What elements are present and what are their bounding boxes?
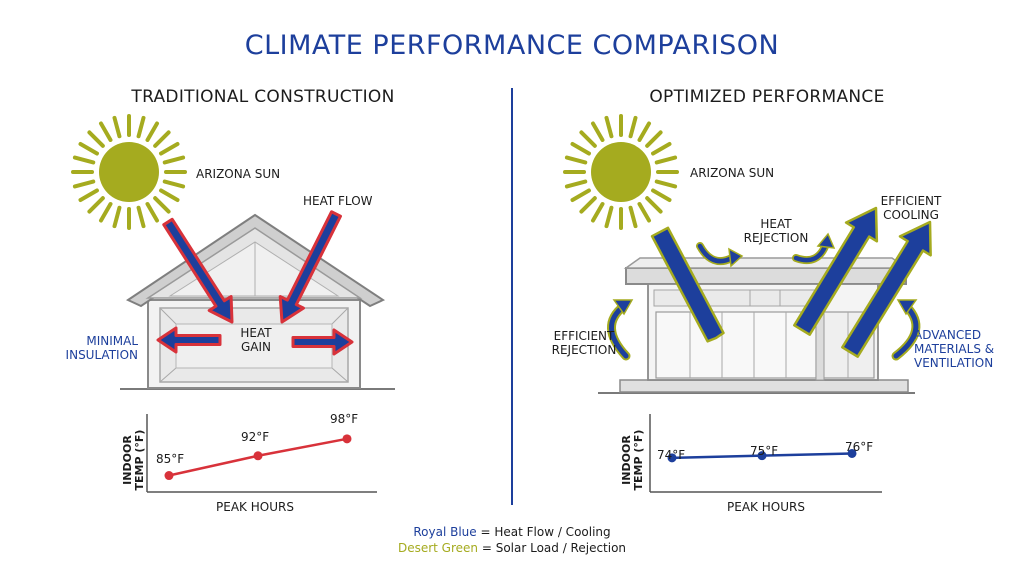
point-label: 92°F <box>241 430 270 444</box>
heat-rejection-line2: REJECTION <box>743 231 809 245</box>
advanced-materials-label: ADVANCED MATERIALS & VENTILATION <box>914 328 1014 370</box>
point-label: 75°F <box>750 444 779 458</box>
heat-gain-line2: GAIN <box>240 340 272 354</box>
minimal-insulation-line2: INSULATION <box>65 348 138 362</box>
advanced-line3: VENTILATION <box>914 356 994 370</box>
efficient-rejection-line1: EFFICIENT <box>553 329 615 343</box>
x-axis-label-right: PEAK HOURS <box>727 500 805 514</box>
advanced-line1: ADVANCED <box>914 328 982 342</box>
sun-icon-right <box>563 114 679 230</box>
traditional-house-icon <box>120 213 395 390</box>
chart-data-point <box>667 453 677 463</box>
point-label: 98°F <box>330 412 359 426</box>
y-axis-label-left: INDOOR TEMP (°F) <box>121 415 146 505</box>
heat-rejection-line1: HEAT <box>760 217 792 231</box>
legend-green: Desert Green = Solar Load / Rejection <box>0 540 1024 556</box>
point-label: 85°F <box>156 452 185 466</box>
minimal-insulation-label: MINIMAL INSULATION <box>52 334 138 362</box>
heat-gain-line1: HEAT <box>240 326 272 340</box>
optimized-heading: OPTIMIZED PERFORMANCE <box>649 87 885 107</box>
efficient-cooling-line2: COOLING <box>883 208 939 222</box>
x-axis-label-left: PEAK HOURS <box>216 500 294 514</box>
y-axis-label-right-line2: TEMP (°F) <box>632 429 645 491</box>
indoor-temp-chart-optimized <box>649 414 882 493</box>
point-label: 74°F <box>657 448 686 462</box>
heat-flow-label: HEAT FLOW <box>303 194 373 208</box>
efficient-rejection-label: EFFICIENT REJECTION <box>544 329 624 357</box>
indoor-temp-chart-traditional <box>146 414 377 493</box>
heat-flow-arrows <box>156 210 354 356</box>
arizona-sun-label-left: ARIZONA SUN <box>196 167 281 181</box>
chart-data-point <box>164 471 174 481</box>
legend-blue-term: Royal Blue <box>413 525 477 539</box>
rejection-curved-arrows <box>607 232 921 361</box>
efficient-cooling-line1: EFFICIENT <box>880 194 942 208</box>
legend-blue-desc: = Heat Flow / Cooling <box>476 525 611 539</box>
chart-data-point <box>253 451 263 461</box>
advanced-line2: MATERIALS & <box>914 342 995 356</box>
y-axis-label-right: INDOOR TEMP (°F) <box>620 415 645 505</box>
sun-icon-left <box>71 114 187 230</box>
efficient-cooling-label: EFFICIENT COOLING <box>872 194 950 222</box>
point-label: 76°F <box>845 440 874 454</box>
heat-gain-label: HEAT GAIN <box>228 326 284 354</box>
y-axis-label-left-line2: TEMP (°F) <box>133 429 146 491</box>
legend-blue: Royal Blue = Heat Flow / Cooling <box>0 524 1024 540</box>
efficient-rejection-line2: REJECTION <box>551 343 617 357</box>
heat-rejection-label: HEAT REJECTION <box>733 217 819 245</box>
chart-data-point <box>847 448 857 458</box>
legend-green-term: Desert Green <box>397 541 479 555</box>
chart-data-point <box>757 451 767 461</box>
chart-data-point <box>342 434 352 444</box>
minimal-insulation-line1: MINIMAL <box>86 334 138 348</box>
page-title: CLIMATE PERFORMANCE COMPARISON <box>244 30 780 61</box>
cooling-arrows <box>650 206 932 358</box>
traditional-heading: TRADITIONAL CONSTRUCTION <box>131 87 395 107</box>
legend-green-desc: = Solar Load / Rejection <box>478 541 627 555</box>
arizona-sun-label-right: ARIZONA SUN <box>690 166 775 180</box>
